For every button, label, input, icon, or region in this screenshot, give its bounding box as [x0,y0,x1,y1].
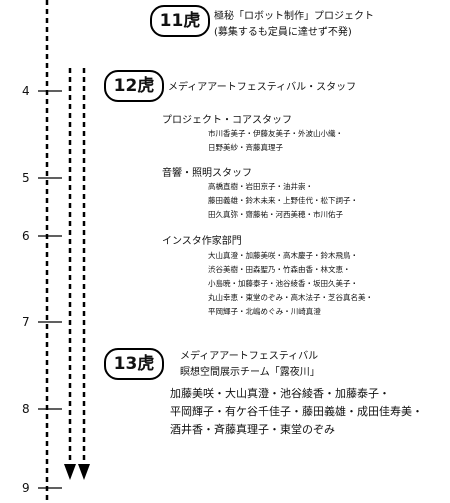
member-line: 大山真澄・加藤美咲・高木慶子・鈴木飛鳥・ [208,251,358,260]
arrowhead-icon [78,464,90,480]
month-label: 7 [22,315,30,329]
month-label: 8 [22,402,30,416]
block13-title: メディアアートフェスティバル [180,351,319,362]
header-subtitle: (募集するも定員に達せず不発) [214,27,352,38]
member-line: 田久真弥・齋藤祐・河西美穂・市川佑子 [208,210,343,219]
group-heading: 音響・照明スタッフ [162,168,252,179]
member-line: 市川香美子・伊藤友美子・外波山小織・ [208,129,343,138]
member-line: 酒井香・斉藤真理子・東堂のぞみ [170,423,335,436]
member-line: 加藤美咲・大山真澄・池谷綾香・加藤泰子・ [170,387,390,400]
member-line: 高橋直樹・岩田京子・油井崇・ [208,182,313,191]
member-line: 平岡輝子・有ケ谷千佳子・藤田義雄・成田佳寿美・ [170,405,423,418]
arrowhead-icon [64,464,76,480]
member-line: 藤田義雄・鈴木未来・上野佳代・松下詞子・ [208,196,358,205]
month-label: 6 [22,229,30,243]
month-label: 9 [22,481,30,495]
badge-13: 13虎 [104,348,164,380]
badge-11: 11虎 [150,5,210,37]
block13-subtitle: 瞑想空間展示チーム「露夜川」 [180,367,320,378]
header-title: 極秘「ロボット制作」プロジェクト [214,11,374,22]
member-line: 日野美紗・斉藤真理子 [208,143,283,152]
group-heading: インスタ作家部門 [162,236,242,247]
month-label: 4 [22,84,30,98]
member-line: 渋谷美樹・田森聖乃・竹森由香・林文恵・ [208,265,351,274]
block12-title: メディアアートフェスティバル・スタッフ [168,82,357,93]
member-line: 小島暁・加藤泰子・池谷綾香・坂田久美子・ [208,279,358,288]
month-label: 5 [22,171,30,185]
badge-12: 12虎 [104,70,164,102]
member-line: 平岡輝子・北嶋めぐみ・川崎真澄 [208,307,321,316]
member-line: 丸山幸恵・東堂のぞみ・高木法子・芝谷真名美・ [208,293,373,302]
group-heading: プロジェクト・コアスタッフ [162,115,292,126]
